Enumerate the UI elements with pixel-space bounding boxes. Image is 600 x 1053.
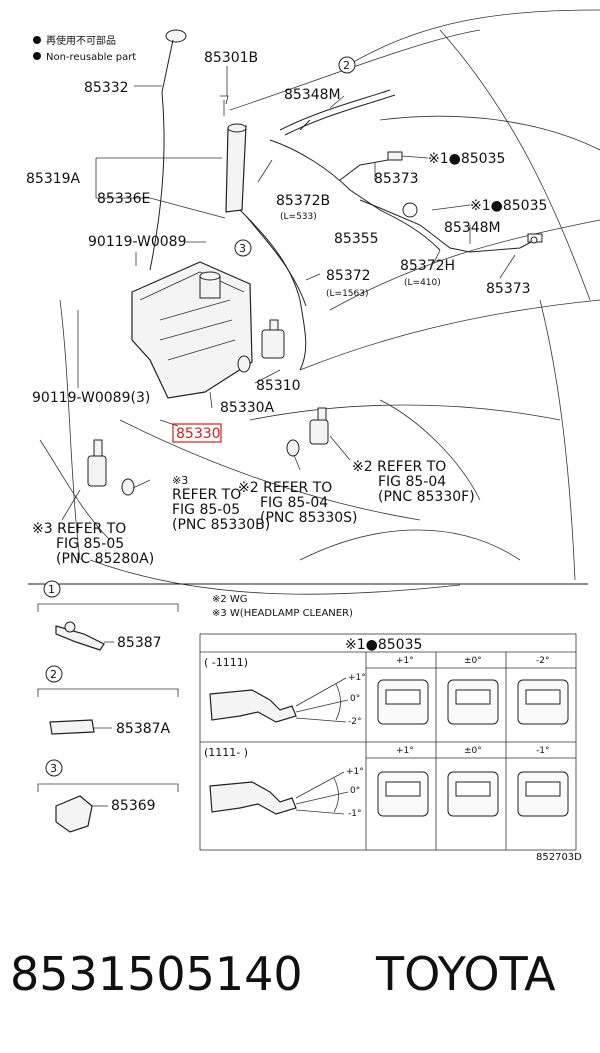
label-85035-b: ※1●85035 <box>470 198 547 214</box>
leader-lines <box>61 66 516 521</box>
row2-col3: -1° <box>536 746 549 756</box>
inset-circle-2 <box>45 665 63 683</box>
table-title: ※1●85035 <box>345 637 422 653</box>
label-90119-a: 90119-W0089 <box>88 234 187 250</box>
label-85330-highlighted: 85330 <box>176 426 221 442</box>
callout-number: 3 <box>239 242 246 255</box>
table-row1-label: ( -1111) <box>204 656 248 669</box>
nozzle-spray-diagram-1 <box>209 677 349 723</box>
ref1-line1: ※2 REFER TO <box>352 459 446 475</box>
pump-85310 <box>237 319 285 373</box>
legend-en: Non-reusable part <box>46 52 136 63</box>
label-85348M-b: 85348M <box>444 220 501 236</box>
ref3-line3: (PNC 85330S) <box>260 510 358 526</box>
inset-bracket <box>37 603 179 612</box>
angle-bot-3: -1° <box>348 809 361 819</box>
inset-circle-1 <box>43 580 61 598</box>
inset-3-part: 85369 <box>111 798 156 814</box>
pump-85330B <box>87 439 135 496</box>
clip-85387-shape <box>55 625 105 651</box>
inset-number: 3 <box>50 762 57 775</box>
label-85373-b: 85373 <box>486 281 531 297</box>
ref3-line1: ※2 REFER TO <box>238 480 332 496</box>
callout-number: 2 <box>343 59 350 72</box>
label-85336E: 85336E <box>97 191 150 207</box>
angle-bot-2: 0° <box>350 786 360 796</box>
pump-85330F <box>286 407 329 457</box>
vehicle-body-outline <box>39 9 600 595</box>
ref1-line3: (PNC 85330F) <box>378 489 475 505</box>
row2-col2: ±0° <box>464 746 482 756</box>
row2-col1: +1° <box>396 746 414 756</box>
nozzle-icon <box>387 151 403 161</box>
label-85319A: 85319A <box>26 171 81 187</box>
clip-icon <box>64 621 76 633</box>
angle-top-2: 0° <box>350 694 360 704</box>
ref2-line0: ※3 <box>172 474 188 487</box>
label-85372-length: (L=1563) <box>326 289 368 299</box>
inset-bracket <box>37 688 179 697</box>
clip-85369-shape <box>55 795 93 833</box>
ref1-line2: FIG 85-04 <box>378 474 446 490</box>
row1-col2: ±0° <box>464 656 482 666</box>
washer-hoses <box>239 89 536 371</box>
label-85372B-length: (L=533) <box>280 212 317 222</box>
footer-brand: TOYOTA <box>375 947 556 1001</box>
note-headlamp: ※3 W(HEADLAMP CLEANER) <box>212 608 353 619</box>
footer-part-number: 8531505140 <box>10 947 303 1001</box>
label-85372H: 85372H <box>400 258 455 274</box>
label-85035-a: ※1●85035 <box>428 151 505 167</box>
ref2-line2: FIG 85-05 <box>172 502 240 518</box>
label-85332: 85332 <box>84 80 129 96</box>
callout-dot <box>530 236 538 244</box>
label-85372B: 85372B <box>276 193 330 209</box>
label-85310: 85310 <box>256 378 301 394</box>
note-wg: ※2 WG <box>212 594 248 605</box>
nozzle-cell-drawings <box>377 679 569 817</box>
bullet-icon <box>33 52 41 60</box>
filler-neck <box>220 95 247 213</box>
callout-circle-2 <box>338 56 356 74</box>
nozzle-spray-diagram-2 <box>209 771 349 815</box>
bullet-icon <box>33 36 41 44</box>
inset-number: 1 <box>48 583 55 596</box>
label-85355: 85355 <box>334 231 379 247</box>
inset-1-part: 85387 <box>117 635 162 651</box>
highlight-box <box>172 423 222 443</box>
callout-circle-1 <box>402 202 418 218</box>
label-85372H-length: (L=410) <box>404 278 441 288</box>
level-gauge <box>149 29 187 271</box>
row1-col3: -2° <box>536 656 549 666</box>
clip-85387A-shape <box>49 719 95 735</box>
row1-col1: +1° <box>396 656 414 666</box>
legend-jp: 再使用不可部品 <box>46 34 116 47</box>
ref4-line2: FIG 85-05 <box>56 536 124 552</box>
inset-bracket <box>37 783 179 792</box>
angle-top-1: +1° <box>348 673 366 683</box>
label-85373-a: 85373 <box>374 171 419 187</box>
washer-tank <box>131 261 253 399</box>
angle-bot-1: +1° <box>346 767 364 777</box>
label-85372: 85372 <box>326 268 371 284</box>
figure-code: 852703D <box>536 852 582 863</box>
label-90119-b: 90119-W0089(3) <box>32 390 150 406</box>
label-85330A: 85330A <box>220 400 275 416</box>
inset-number: 2 <box>50 668 57 681</box>
inset-circle-3 <box>45 759 63 777</box>
callout-circle-3 <box>234 239 252 257</box>
ref2-line1: REFER TO <box>172 487 241 503</box>
ref4-line1: ※3 REFER TO <box>32 521 126 537</box>
inset-2-part: 85387A <box>116 721 171 737</box>
label-85301B: 85301B <box>204 50 258 66</box>
ref3-line2: FIG 85-04 <box>260 495 328 511</box>
ref2-line3: (PNC 85330B) <box>172 517 270 533</box>
table-row2-label: (1111- ) <box>204 746 248 759</box>
angle-top-3: -2° <box>348 717 361 727</box>
ref4-line3: (PNC 85280A) <box>56 551 154 567</box>
nozzle-angle-table <box>199 633 577 851</box>
label-85348M: 85348M <box>284 87 341 103</box>
